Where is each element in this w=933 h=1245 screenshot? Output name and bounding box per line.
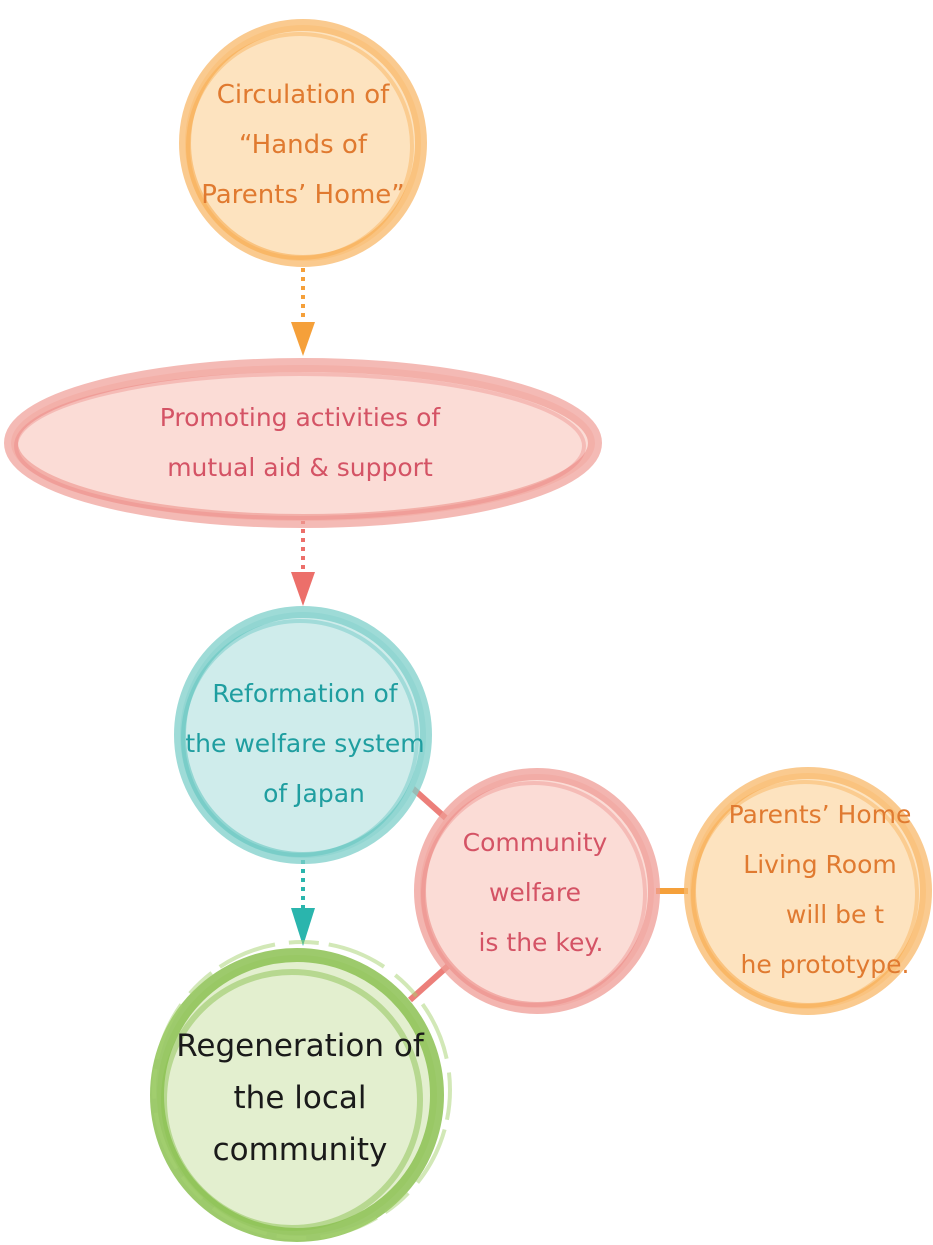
node-reformation <box>174 606 432 864</box>
circulation-line-2: “Hands of <box>238 130 367 160</box>
arrowhead-teal <box>291 908 315 946</box>
regeneration-line-1: Regeneration of <box>176 1028 424 1064</box>
arrowhead-pink <box>291 572 315 606</box>
parents-line-4: he prototype. <box>740 950 910 979</box>
community-line-2: welfare <box>488 878 581 907</box>
circulation-line-1: Circulation of <box>216 80 390 110</box>
reformation-line-2: the welfare system <box>185 729 425 758</box>
reformation-line-3: of Japan <box>263 779 365 808</box>
parents-line-1: Parents’ Home <box>728 800 912 829</box>
reformation-label: Reformation of the welfare system of Jap… <box>160 668 450 820</box>
community-line-3: is the key. <box>478 928 604 957</box>
promoting-label: Promoting activities of mutual aid & sup… <box>100 392 500 494</box>
regeneration-label: Regeneration of the local community <box>150 1020 450 1176</box>
arrowhead-orange <box>291 322 315 356</box>
community-label: Community welfare is the key. <box>435 818 635 968</box>
promoting-line-2: mutual aid & support <box>167 453 433 482</box>
circulation-label: Circulation of “Hands of Parents’ Home” <box>178 70 428 220</box>
node-promoting <box>4 358 602 528</box>
reformation-line-1: Reformation of <box>212 679 398 708</box>
regeneration-line-2: the local <box>233 1080 367 1116</box>
circulation-line-3: Parents’ Home” <box>201 180 405 210</box>
community-line-1: Community <box>462 828 608 857</box>
parents-label: Parents’ Home Living Room will be t he p… <box>705 790 933 990</box>
regeneration-line-3: community <box>212 1132 388 1168</box>
node-parents <box>684 767 932 1015</box>
parents-line-2: Living Room <box>743 850 897 879</box>
node-community <box>414 768 660 1014</box>
promoting-line-1: Promoting activities of <box>159 403 441 432</box>
parents-line-3: will be t <box>785 900 885 929</box>
node-regeneration <box>150 940 452 1242</box>
node-circulation <box>179 19 427 267</box>
